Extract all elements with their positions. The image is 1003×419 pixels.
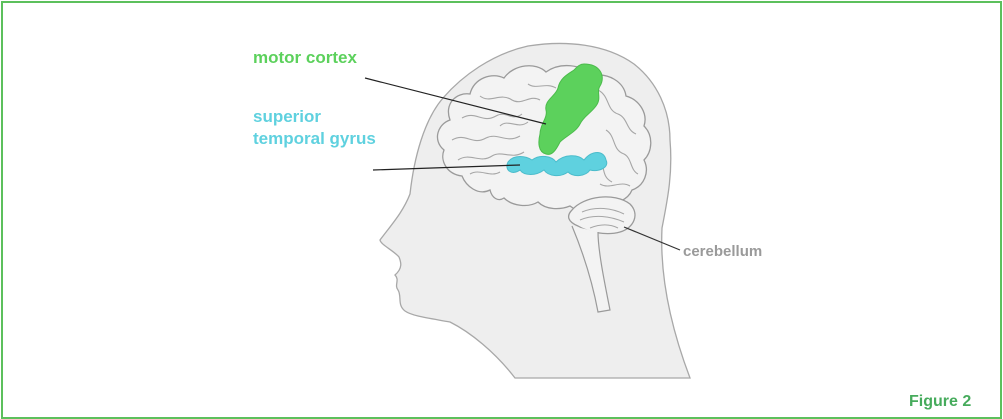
superior-temporal-gyrus-label-line1: superior: [253, 106, 376, 128]
motor-cortex-label: motor cortex: [253, 47, 357, 69]
superior-temporal-gyrus-label: superior temporal gyrus: [253, 106, 376, 150]
superior-temporal-gyrus-label-line2: temporal gyrus: [253, 128, 376, 150]
figure-caption: Figure 2: [909, 391, 971, 413]
cerebellum-label: cerebellum: [683, 241, 762, 263]
